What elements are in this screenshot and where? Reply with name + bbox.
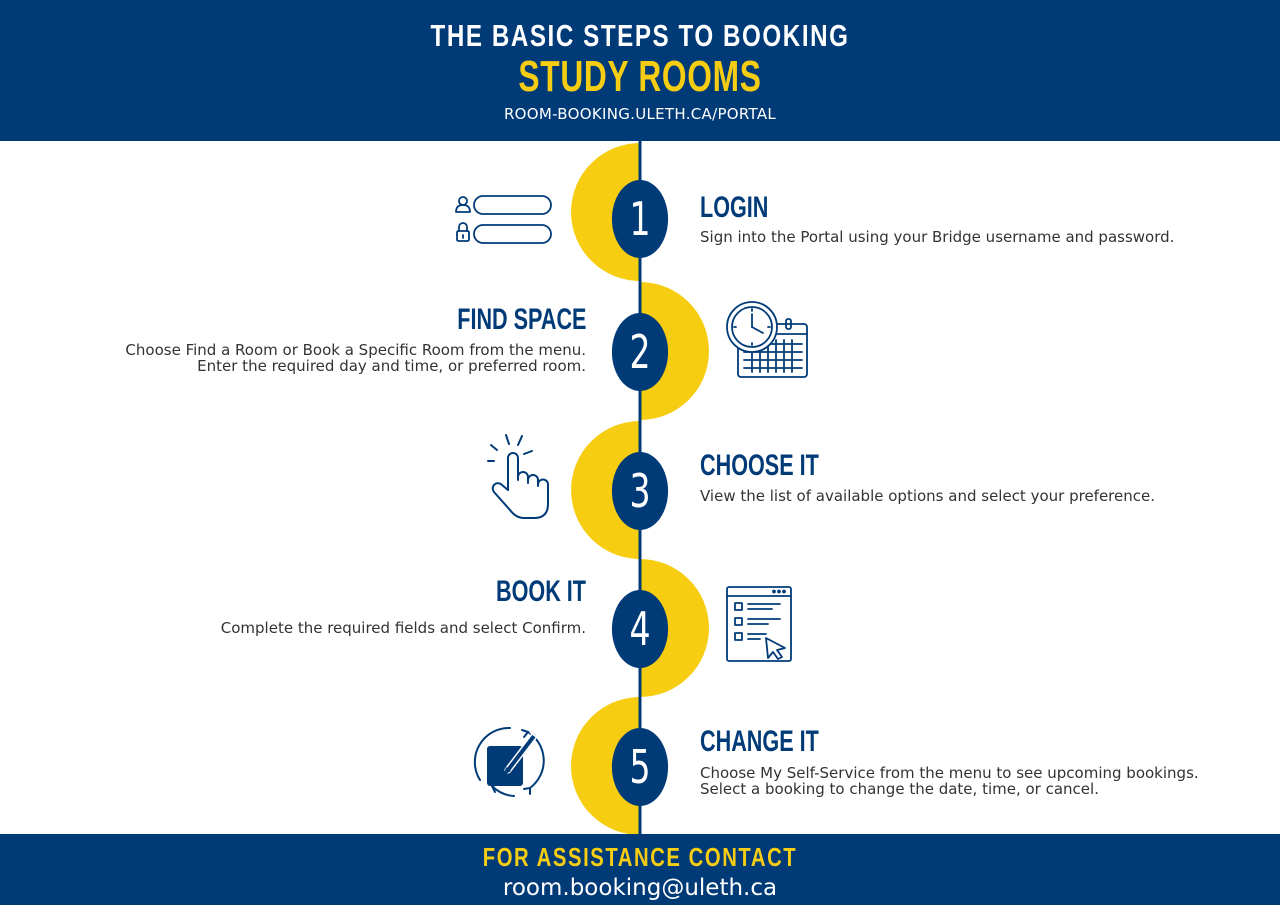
step-2-title: FIND SPACE — [456, 303, 586, 336]
step-1-number: 1 — [611, 180, 669, 258]
title-line-1: THE BASIC STEPS TO BOOKING — [430, 18, 850, 53]
login-form-icon — [455, 195, 552, 244]
step-2-line-1: Choose Find a Room or Book a Specific Ro… — [125, 341, 586, 359]
step-2-number: 2 — [611, 313, 669, 391]
step-2-line-2: Enter the required day and time, or pref… — [197, 357, 586, 375]
half-circle-5 — [571, 697, 640, 835]
clock-calendar-icon — [726, 301, 808, 378]
step-3-line-1: View the list of available options and s… — [700, 487, 1155, 505]
step-1-description: Sign into the Portal using your Bridge u… — [700, 229, 1174, 245]
step-4-line-1: Complete the required fields and select … — [220, 619, 586, 637]
header-banner: THE BASIC STEPS TO BOOKING STUDY ROOMS R… — [0, 0, 1280, 141]
step-4-title: BOOK IT — [496, 575, 586, 608]
step-2-description: Choose Find a Room or Book a Specific Ro… — [125, 342, 586, 374]
step-1-line-1: Sign into the Portal using your Bridge u… — [700, 228, 1175, 246]
step-5-line-2: Select a booking to change the date, tim… — [700, 780, 1099, 798]
step-5-line-1: Choose My Self-Service from the menu to … — [700, 764, 1199, 782]
pointing-hand-icon — [487, 434, 549, 519]
edit-refresh-icon — [473, 726, 545, 797]
checklist-form-icon — [726, 586, 792, 662]
step-4-description: Complete the required fields and select … — [221, 620, 586, 636]
step-5-number: 5 — [611, 728, 669, 806]
step-1-title: LOGIN — [700, 191, 769, 224]
title-line-2: STUDY ROOMS — [518, 52, 762, 101]
footer-title: FOR ASSISTANCE CONTACT — [482, 842, 798, 872]
portal-url[interactable]: ROOM-BOOKING.ULETH.CA/PORTAL — [503, 105, 777, 123]
footer-banner: FOR ASSISTANCE CONTACT room.booking@ulet… — [0, 834, 1280, 905]
step-3-description: View the list of available options and s… — [700, 488, 1155, 504]
contact-email-link[interactable]: room.booking@uleth.ca — [502, 875, 778, 901]
half-circle-2 — [640, 282, 709, 420]
half-circle-3 — [571, 421, 640, 559]
step-5-description: Choose My Self-Service from the menu to … — [700, 765, 1199, 797]
half-circle-4 — [640, 559, 709, 697]
step-4-number: 4 — [611, 590, 669, 668]
step-3-title: CHOOSE IT — [700, 449, 819, 482]
step-5-title: CHANGE IT — [700, 725, 819, 758]
step-3-number: 3 — [611, 452, 669, 530]
